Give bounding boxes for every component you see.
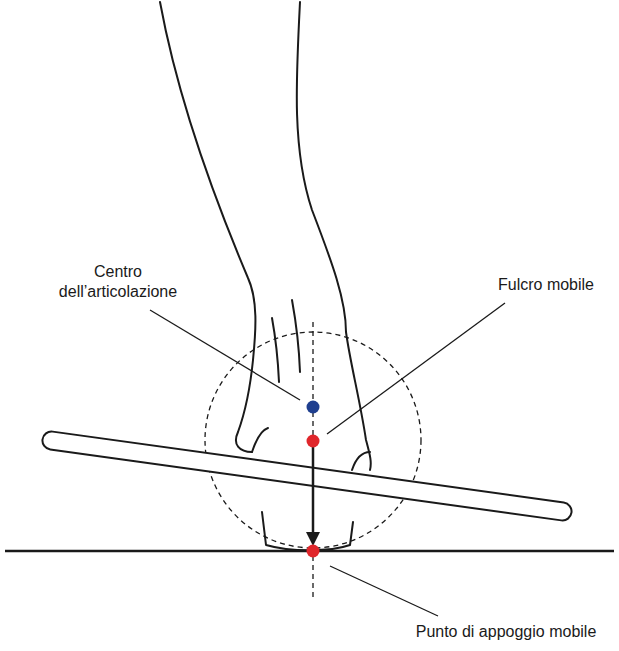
rotation-circle — [205, 332, 421, 548]
joint-center-dot — [307, 401, 320, 414]
vertical-axis — [312, 322, 313, 600]
leg-outline — [297, 2, 371, 470]
leg-outline — [160, 2, 255, 452]
leader-line — [327, 303, 505, 434]
fulcrum-label: Fulcro mobile — [482, 275, 610, 295]
lever-bar — [41, 430, 572, 521]
heel-bulb — [252, 428, 268, 452]
fulcrum-dot — [307, 435, 320, 448]
force-arrow — [312, 441, 315, 533]
heel-bulb — [352, 452, 370, 470]
tendon-line — [292, 300, 300, 372]
leader-line — [330, 566, 438, 616]
hoof-capsule — [262, 512, 353, 550]
tendon-line — [272, 318, 279, 382]
support-point-dot — [307, 545, 320, 558]
arrow-head — [306, 532, 320, 546]
joint-center-label: Centro dell’articolazione — [48, 262, 188, 302]
leader-line — [150, 310, 300, 400]
support-point-label: Punto di appoggio mobile — [400, 622, 612, 642]
